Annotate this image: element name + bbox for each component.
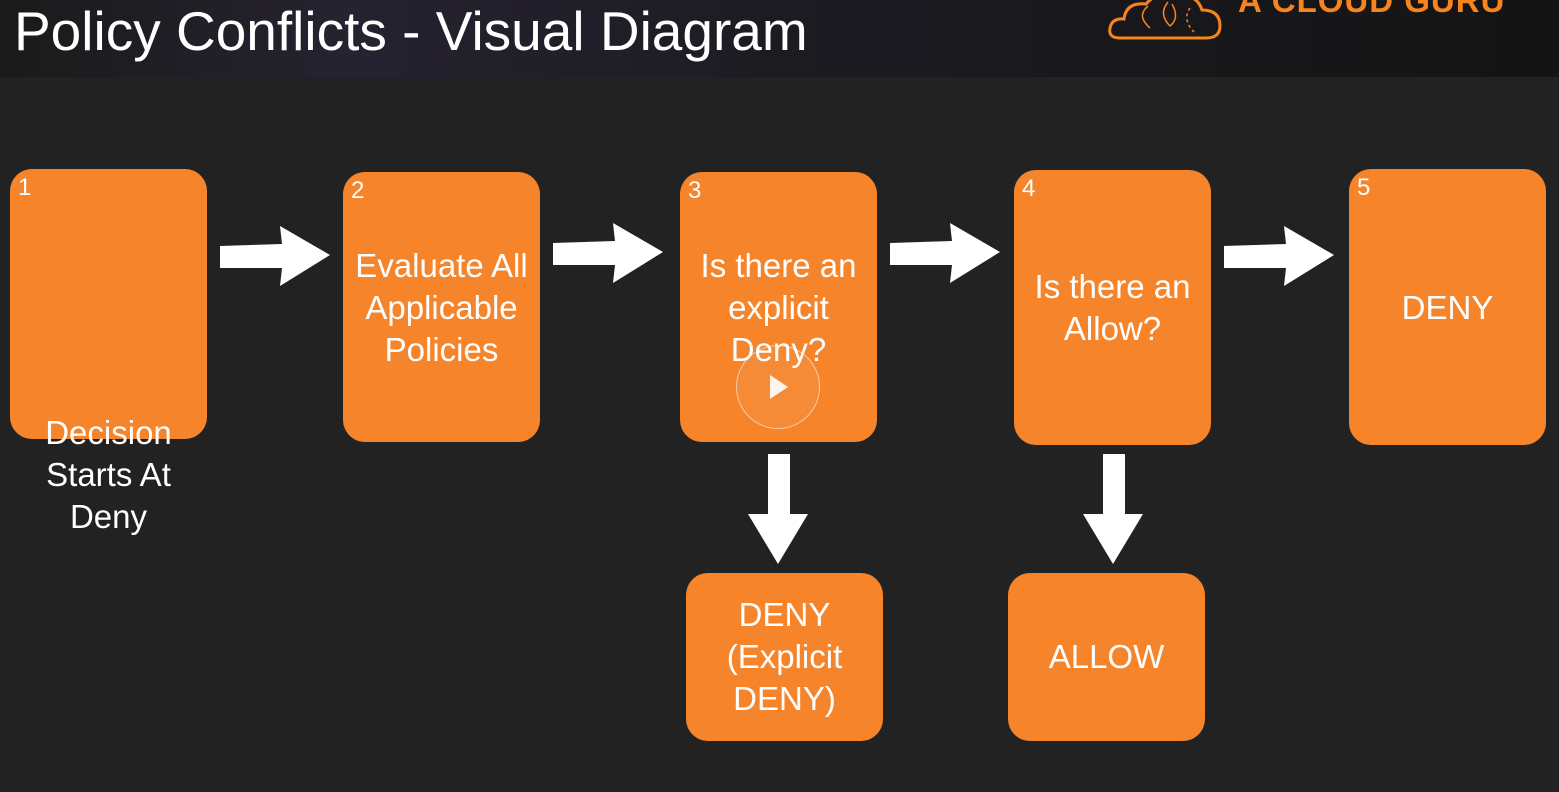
step-label: Evaluate All Applicable Policies	[343, 245, 540, 371]
arrow-right-icon	[890, 223, 1000, 283]
brand-name: A CLOUD GURU	[1238, 0, 1506, 19]
header-bar: Policy Conflicts - Visual Diagram A CLOU…	[0, 0, 1559, 77]
label-line: Deny	[69, 498, 148, 535]
label-line: Starts At	[46, 456, 171, 493]
cloud-icon	[1108, 0, 1222, 40]
label-line: Policies	[384, 331, 499, 368]
label-line: Is there an	[1034, 268, 1191, 305]
label-line: Is there an	[700, 247, 857, 284]
step-number: 1	[18, 174, 32, 201]
step-label: Decision Starts At Deny	[10, 412, 207, 538]
step-box-1: 1 Decision Starts At Deny	[10, 169, 207, 535]
outcome-box-explicit-deny: DENY (Explicit DENY)	[686, 573, 883, 741]
arrow-right-icon	[220, 226, 330, 286]
label-line: ALLOW	[1048, 638, 1165, 675]
step-number: 5	[1357, 174, 1371, 201]
step-box-5: 5 DENY	[1349, 169, 1546, 445]
label-line: explicit	[728, 289, 829, 326]
step-box-2: 2 Evaluate All Applicable Policies	[343, 172, 540, 442]
arrow-right-icon	[1224, 226, 1334, 286]
step-number: 3	[688, 177, 702, 204]
label-line: DENY	[738, 596, 831, 633]
step-number: 4	[1022, 175, 1036, 202]
arrow-right-icon	[553, 223, 663, 283]
play-icon	[770, 375, 788, 399]
label-line: DENY	[1401, 289, 1494, 326]
outcome-box-allow: ALLOW	[1008, 573, 1205, 741]
arrow-down-icon	[1083, 454, 1143, 564]
label-line: Evaluate All	[355, 247, 528, 284]
step-number: 2	[351, 177, 365, 204]
brand-logo: A CLOUD GURU	[1106, 0, 1546, 44]
outcome-label: ALLOW	[1008, 636, 1205, 678]
label-line: Allow?	[1063, 310, 1162, 347]
outcome-label: DENY (Explicit DENY)	[686, 594, 883, 720]
label-line: Decision	[45, 414, 172, 451]
step-box-4: 4 Is there an Allow?	[1014, 170, 1211, 445]
label-line: (Explicit	[726, 638, 843, 675]
label-line: DENY)	[733, 680, 836, 717]
arrow-down-icon	[748, 454, 808, 564]
step-label: Is there an Allow?	[1014, 266, 1211, 350]
play-button[interactable]	[736, 345, 820, 429]
step-label: DENY	[1349, 287, 1546, 329]
slide-title: Policy Conflicts - Visual Diagram	[14, 0, 808, 62]
label-line: Applicable	[365, 289, 518, 326]
